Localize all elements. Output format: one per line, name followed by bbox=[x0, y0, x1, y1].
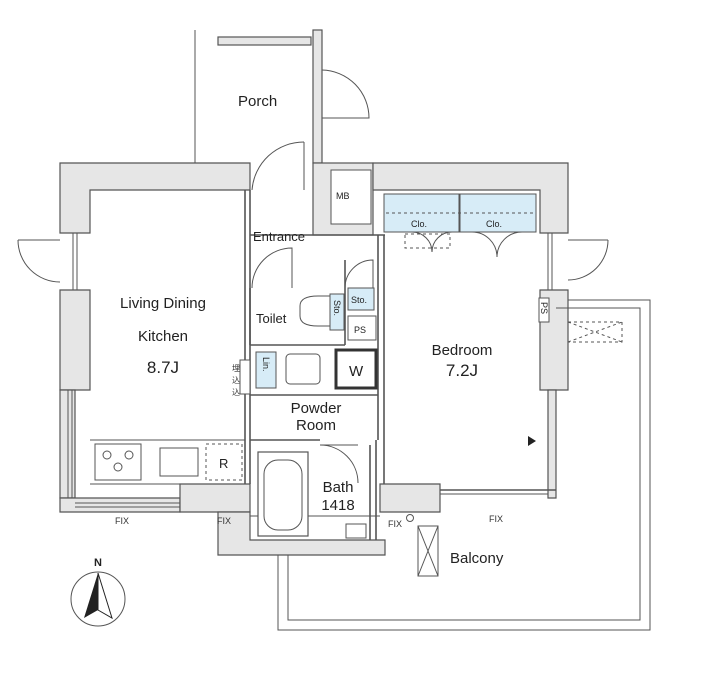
washer-label: W bbox=[349, 363, 364, 380]
bedroom-size: 7.2J bbox=[446, 361, 478, 380]
ps-label: PS bbox=[354, 325, 366, 335]
porch-label: Porch bbox=[238, 93, 277, 110]
side-doors bbox=[17, 239, 609, 283]
powder-label-line2: Room bbox=[296, 417, 336, 434]
fridge-label: R bbox=[219, 456, 228, 471]
bathtub bbox=[257, 451, 367, 539]
porch-walls bbox=[194, 29, 370, 164]
bedroom-label: Bedroom bbox=[432, 342, 493, 359]
builtin-jp-3: 込 bbox=[232, 388, 240, 397]
ps-side-label: PS bbox=[539, 302, 549, 314]
balcony bbox=[277, 297, 651, 631]
fix-label-3: FIX bbox=[388, 519, 402, 529]
bath-label-line1: Bath bbox=[323, 479, 354, 496]
outer-walls bbox=[59, 162, 569, 556]
kitchen-fixtures bbox=[94, 443, 243, 481]
north-compass bbox=[70, 571, 126, 627]
entrance-label: Entrance bbox=[253, 229, 305, 244]
ldk-label-line1: Living Dining bbox=[120, 295, 206, 312]
closet-right-label: Clo. bbox=[486, 219, 502, 229]
closets bbox=[383, 193, 537, 258]
closet-left-label: Clo. bbox=[411, 219, 427, 229]
toilet-label: Toilet bbox=[256, 311, 287, 326]
builtin-jp-2: 込 bbox=[232, 376, 240, 385]
storage-label-rotated: Sto. bbox=[332, 300, 342, 316]
balcony-label: Balcony bbox=[450, 550, 504, 567]
ldk-label-line2: Kitchen bbox=[138, 328, 188, 345]
powder-label-line1: Powder bbox=[291, 400, 342, 417]
fix-label-1: FIX bbox=[115, 516, 129, 526]
ldk-size: 8.7J bbox=[147, 358, 179, 377]
powder-fixtures bbox=[239, 348, 378, 395]
fix-label-2: FIX bbox=[217, 516, 231, 526]
storage-label: Sto. bbox=[351, 295, 367, 305]
toilet-fixtures bbox=[299, 287, 377, 341]
interior-walls bbox=[90, 141, 385, 540]
builtin-jp-1: 埋 bbox=[232, 363, 240, 373]
north-arrow-icon bbox=[84, 573, 98, 618]
bath-label-line2: 1418 bbox=[321, 497, 354, 514]
mb-label: MB bbox=[336, 191, 350, 201]
fix-label-4: FIX bbox=[489, 514, 503, 524]
linen-label: Lin. bbox=[261, 357, 271, 372]
north-label: N bbox=[94, 557, 102, 569]
